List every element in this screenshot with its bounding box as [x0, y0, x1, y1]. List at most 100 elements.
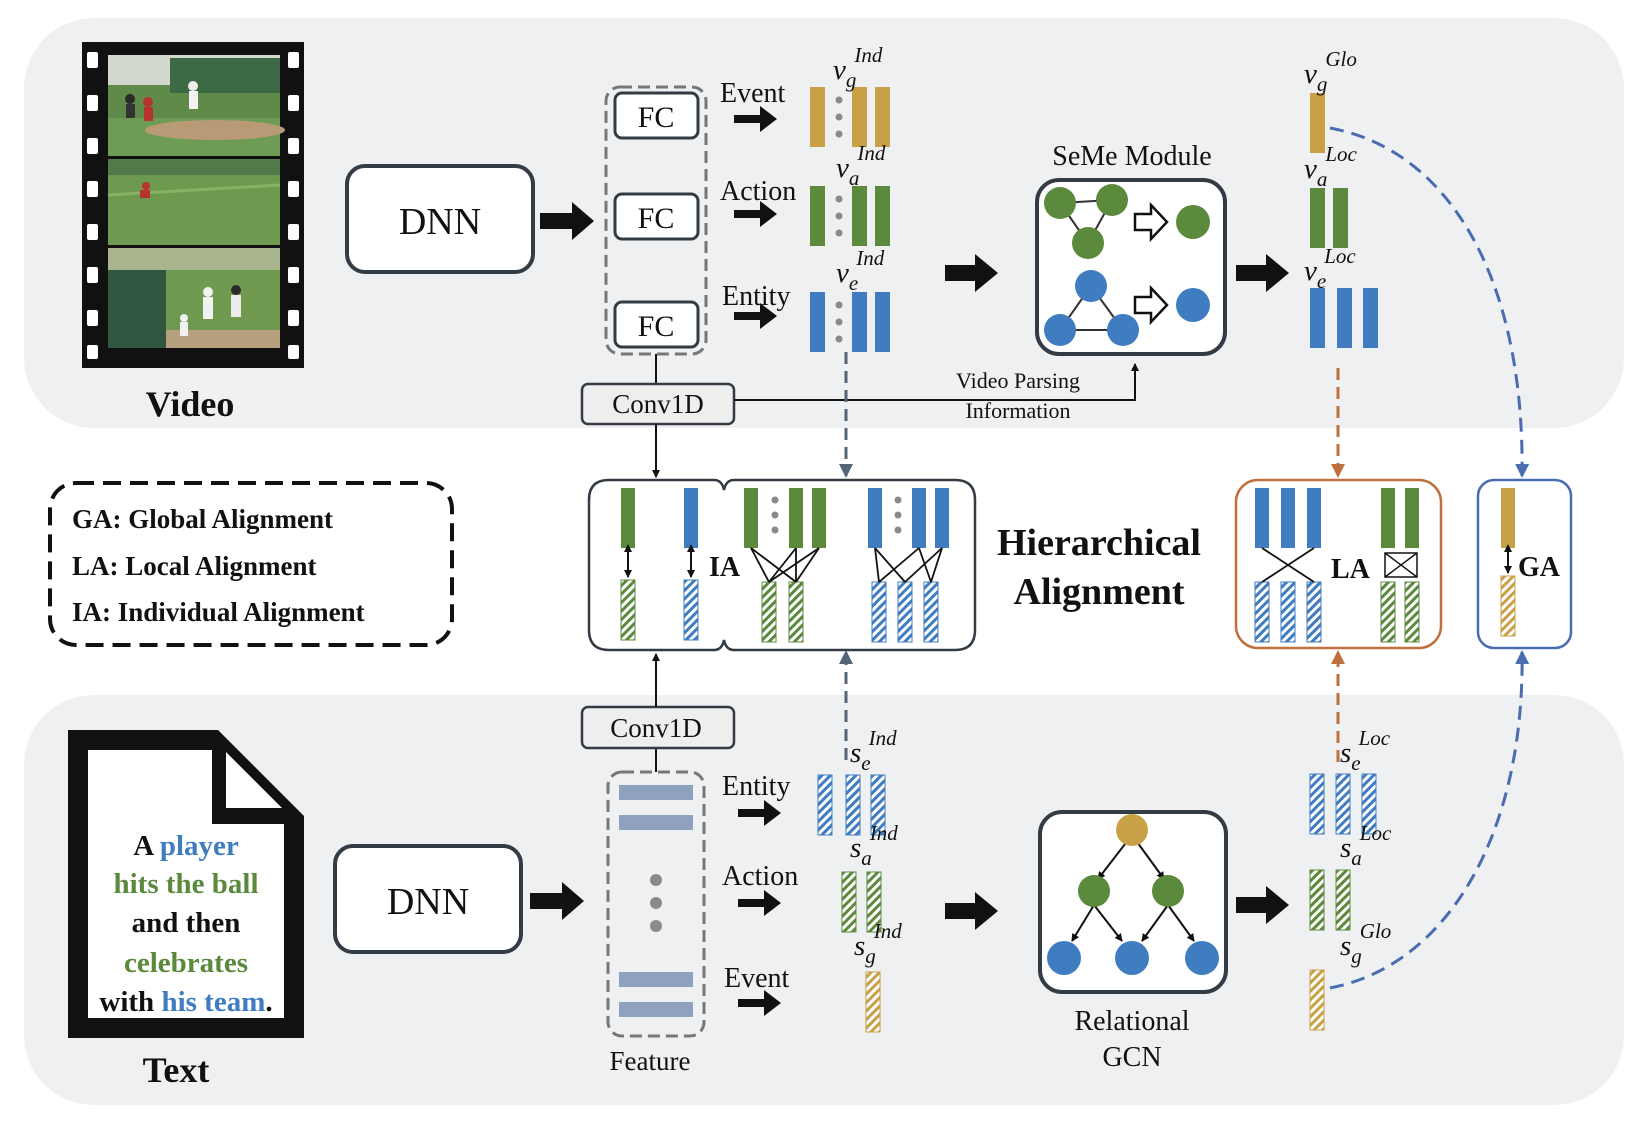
ia-label: IA [709, 552, 741, 583]
text-dnn-label: DNN [387, 881, 469, 923]
symbol-s-a-ind: saInd [850, 821, 898, 870]
text-panel [24, 695, 1624, 1105]
seme-title: SeMe Module [1052, 141, 1211, 172]
legend-box [48, 481, 454, 647]
s-loc-action-bars [1309, 869, 1351, 931]
arrow-to-gcn [945, 892, 998, 930]
video-frame-2 [107, 159, 281, 245]
text-branch-action: Action [722, 861, 798, 892]
arrow-text-action [738, 890, 781, 916]
video-dnn-label: DNN [399, 201, 481, 243]
text-sentence-line-4: celebrates [124, 947, 248, 979]
text-sentence-line-2: hits the ball [113, 868, 258, 900]
video-frame-1 [108, 55, 285, 156]
gcn-label-line2: GCN [1102, 1042, 1161, 1073]
symbol-s-a-loc: saLoc [1340, 821, 1392, 870]
text-conv1d-label: Conv1D [610, 713, 702, 743]
dash-s-glo-to-ga [1329, 650, 1530, 990]
gcn-label-line1: Relational [1074, 1006, 1189, 1037]
ia-entity-group [868, 488, 949, 643]
arrow-seme-out [1236, 254, 1289, 292]
arrow-to-seme [945, 254, 998, 292]
ia-individual-pairs [620, 488, 699, 641]
arrow-event [734, 106, 777, 132]
arrow-text-event [738, 990, 781, 1016]
text-branch-entity: Entity [722, 771, 790, 802]
ga-video-bar [1501, 488, 1515, 548]
symbol-s-e-ind: seInd [850, 726, 897, 775]
symbol-s-g-ind: sgInd [854, 919, 902, 968]
s-ind-event-bar [865, 971, 881, 1033]
video-label: Video [146, 384, 235, 424]
parsing-info-line2: Information [965, 398, 1070, 423]
film-sprocket-holes [87, 52, 299, 359]
v-ind-ellipsis-dots [835, 96, 843, 343]
v-ind-event-bars [810, 87, 890, 147]
ia-action-group [744, 488, 826, 643]
ga-label: GA [1518, 552, 1561, 583]
fc-box-2: FC [613, 192, 700, 241]
symbol-s-e-loc: seLoc [1340, 726, 1391, 775]
symbol-v-a-loc: vaLoc [1304, 142, 1358, 191]
parsing-info-line1: Video Parsing [956, 368, 1080, 393]
video-branch-event: Event [720, 78, 786, 109]
symbol-s-g-glo: sgGlo [1340, 919, 1391, 968]
v-glo-bar [1310, 93, 1325, 153]
text-sentence-line-5: with his team. [99, 986, 272, 1018]
text-document-icon [68, 730, 304, 1038]
seme-blue-graph [1044, 270, 1210, 346]
video-filmstrip [82, 42, 304, 368]
feature-ellipsis-dots [650, 874, 662, 932]
hierarchical-title-line2: Alignment [1014, 571, 1185, 613]
legend-ga: GA: Global Alignment [72, 504, 333, 534]
symbol-v-g-glo: vgGlo [1304, 47, 1357, 96]
video-dnn-box [345, 164, 535, 274]
legend-ia: IA: Individual Alignment [72, 597, 365, 627]
s-glo-bar [1309, 969, 1325, 1031]
svg-text:FC: FC [638, 202, 675, 235]
fc-group-border [604, 85, 708, 356]
s-ind-entity-bars [817, 774, 886, 836]
v-ind-entity-bars [810, 292, 890, 352]
text-sentence-line-1: A player [133, 830, 239, 862]
la-entity-group [1254, 488, 1322, 643]
feature-group-border [606, 770, 706, 1038]
parsing-info-arrow [734, 363, 1139, 401]
gcn-graph [1047, 814, 1219, 975]
la-label: LA [1331, 554, 1371, 585]
fc-box-1: FC [613, 91, 700, 140]
video-frame-3 [108, 248, 280, 348]
v-ind-action-bars [810, 186, 890, 246]
video-branch-entity: Entity [722, 281, 790, 312]
arrow-action [734, 201, 777, 227]
text-conv1d-box [580, 705, 736, 750]
symbol-v-e-loc: veLoc [1304, 244, 1356, 293]
fc-box-3: FC [613, 300, 700, 349]
text-label: Text [143, 1050, 210, 1090]
ga-text-bar [1500, 575, 1516, 637]
svg-text:FC: FC [638, 101, 675, 134]
seme-green-graph [1044, 184, 1210, 259]
video-branch-action: Action [720, 176, 796, 207]
text-dnn-box [333, 844, 523, 954]
arrow-entity [734, 303, 777, 329]
symbol-v-a-ind: vaInd [836, 141, 886, 190]
arrow-text-entity [738, 800, 781, 826]
dash-v-glo-to-ga [1329, 126, 1530, 478]
symbol-v-g-ind: vgInd [833, 43, 883, 92]
feature-bars [619, 785, 693, 1017]
video-conv1d-label: Conv1D [612, 389, 704, 419]
arrow-text-dnn-to-feature [530, 882, 584, 920]
v-loc-entity-bars [1310, 288, 1378, 348]
s-loc-entity-bars [1309, 773, 1377, 835]
text-sentence-line-3: and then [132, 907, 241, 939]
legend-la: LA: Local Alignment [72, 551, 317, 581]
text-branch-event: Event [724, 963, 790, 994]
svg-text:FC: FC [638, 310, 675, 343]
symbol-v-e-ind: veInd [836, 246, 885, 295]
video-conv1d-box [580, 382, 736, 426]
arrow-gcn-out [1236, 886, 1289, 924]
la-action-group [1380, 488, 1420, 643]
arrow-dnn-to-fc [540, 202, 594, 240]
s-ind-action-bars [841, 871, 882, 933]
